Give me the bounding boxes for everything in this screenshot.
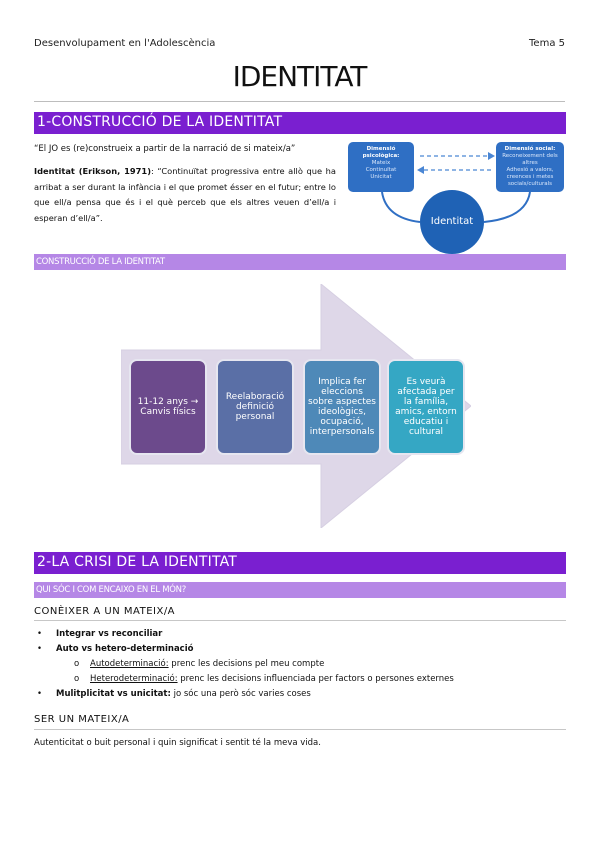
psychological-dimension-box: Dimensió psicològica: Mateix Continuïtat… [348, 142, 414, 192]
bullet-icon: • [37, 629, 43, 639]
process-arrow [121, 284, 471, 528]
social-line: Reconeixement dels altres [502, 153, 558, 166]
sub-bullet-icon: o [74, 674, 80, 684]
sub-bullet-icon: o [74, 659, 80, 669]
bullet-text: prenc les decisions influenciada per fac… [177, 674, 454, 684]
definition-text: : “Continuïtat progressiva entre allò qu… [34, 166, 336, 223]
title-divider [34, 101, 565, 102]
subsection-construction: CONSTRUCCIÓ DE LA IDENTITAT [34, 254, 566, 270]
psych-line: Unicitat [370, 174, 392, 180]
course-name: Desenvolupament en l'Adolescència [34, 38, 216, 49]
list-item: • Mulitplicitat vs unicitat: jo sóc una p… [34, 687, 566, 702]
list-item: • Integrar vs reconciliar [34, 627, 566, 642]
social-line: Adhesió a valors, creences i metes socia… [506, 167, 554, 187]
heading-divider [34, 729, 566, 730]
identity-process-diagram: 11-12 anys → Canvis físics Reelaboració … [121, 284, 471, 528]
psych-line: Continuïtat [365, 167, 397, 173]
heading-know-yourself: CONÈIXER A UN MATEIX/A [34, 606, 176, 617]
page-header: Desenvolupament en l'Adolescència Tema 5 [34, 38, 565, 52]
authenticity-text: Autenticitat o buit personal i quin sign… [34, 738, 321, 748]
list-item: o Autodeterminació: prenc les decisions p… [34, 657, 566, 672]
bullet-text: Auto vs hetero-determinació [56, 644, 194, 654]
step-influences: Es veurà afectada per la família, amics,… [387, 359, 465, 455]
section-1-title: 1-CONSTRUCCIÓ DE LA IDENTITAT [34, 112, 566, 134]
bullet-term: Autodeterminació: [90, 659, 169, 669]
exchange-arrows [417, 152, 495, 174]
crisis-bullet-list: • Integrar vs reconciliar • Auto vs hetero… [34, 627, 566, 702]
page-title: IDENTITAT [232, 60, 368, 93]
subsection-who-am-i: QUI SÓC I COM ENCAIXO EN EL MÓN? [34, 582, 566, 598]
psychological-dimension-title: Dimensió psicològica: [362, 146, 400, 159]
bullet-term: Heterodeterminació: [90, 674, 178, 684]
identity-dimensions-diagram: Dimensió psicològica: Mateix Continuïtat… [346, 140, 566, 254]
list-item: • Auto vs hetero-determinació [34, 642, 566, 657]
psych-line: Mateix [371, 160, 391, 166]
heading-be-yourself: SER UN MATEIX/A [34, 714, 130, 725]
identity-circle: Identitat [420, 190, 484, 254]
social-dimension-box: Dimensió social: Reconeixement dels altr… [496, 142, 564, 192]
bullet-text: prenc les decisions pel meu compte [168, 659, 325, 669]
social-dimension-title: Dimensió social: [504, 146, 556, 152]
bullet-text: jo sóc una però sóc varies coses [170, 689, 311, 699]
list-item: o Heterodeterminació: prenc les decisions… [34, 672, 566, 687]
section-2-title: 2-LA CRISI DE LA IDENTITAT [34, 552, 566, 574]
definition-term: Identitat (Erikson, 1971) [34, 166, 151, 176]
step-physical-changes: 11-12 anys → Canvis físics [129, 359, 207, 455]
bullet-text: Integrar vs reconciliar [56, 629, 163, 639]
bullet-icon: • [37, 689, 43, 699]
step-choices: Implica fer eleccions sobre aspectes ide… [303, 359, 381, 455]
erikson-definition: Identitat (Erikson, 1971): “Continuïtat … [34, 164, 336, 226]
bullet-term: Mulitplicitat vs unicitat: [56, 689, 171, 699]
bullet-icon: • [37, 644, 43, 654]
narrative-quote: “El JO es (re)construeix a partir de la … [34, 144, 296, 154]
heading-divider [34, 620, 566, 621]
unit-label: Tema 5 [529, 38, 565, 49]
connector-curves [381, 191, 531, 223]
step-redefinition: Reelaboració definició personal [216, 359, 294, 455]
